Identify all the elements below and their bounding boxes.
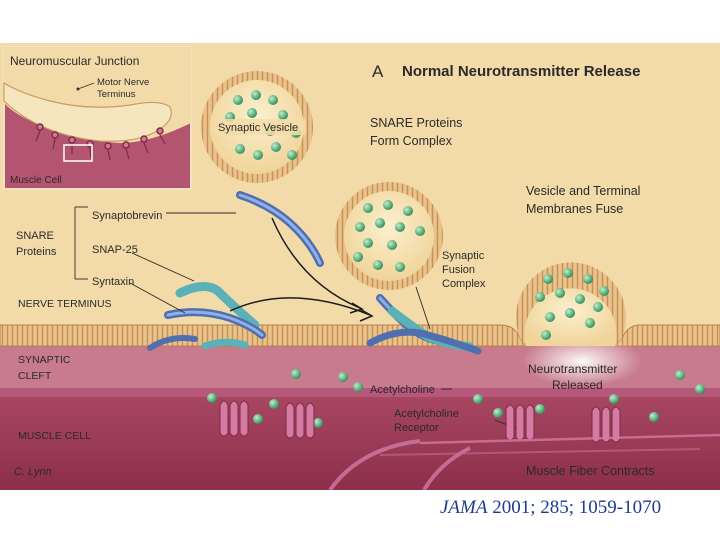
- acetylcholine-label: Acetylcholine: [370, 384, 435, 396]
- released-label-2: Released: [552, 378, 603, 392]
- fusion-label-1: Synaptic: [442, 250, 485, 262]
- inset-title: Neuromuscular Junction: [10, 54, 139, 68]
- neurotransmitter-release-diagram: Neuromuscular Junction Motor Nerve Termi…: [0, 43, 720, 490]
- snare-form-label-1: SNARE Proteins: [370, 116, 462, 130]
- neuromuscular-junction-inset: Neuromuscular Junction Motor Nerve Termi…: [3, 46, 192, 190]
- snare-form-label-2: Form Complex: [370, 134, 453, 148]
- muscle-cell-region: [0, 393, 720, 490]
- synaptobrevin-label: Synaptobrevin: [92, 210, 162, 222]
- panel-letter: A: [372, 62, 384, 81]
- snare-proteins-unbound: [147, 191, 324, 351]
- synaptic-vesicle-label: Synaptic Vesicle: [218, 122, 298, 134]
- synaptic-vesicle-2: [335, 182, 443, 290]
- receptor-label-2: Receptor: [394, 422, 439, 434]
- postsynaptic-membrane: [0, 388, 720, 397]
- figure-title: Normal Neurotransmitter Release: [402, 63, 640, 80]
- synaptic-fusion-complex: [366, 294, 482, 355]
- fuse-label-2: Membranes Fuse: [526, 202, 623, 216]
- muscle-fibers: [328, 433, 720, 490]
- snap25-label: SNAP-25: [92, 244, 138, 256]
- fusion-label-2: Fusion: [442, 264, 475, 276]
- contracts-label: Muscle Fiber Contracts: [526, 464, 655, 478]
- citation-journal: JAMA: [440, 497, 488, 518]
- signature: C. Lynn: [14, 466, 52, 478]
- snare-group-label-1: SNARE: [16, 230, 54, 242]
- inset-motor-nerve-label: Motor Nerve: [97, 77, 149, 88]
- released-label-1: Neurotransmitter: [528, 362, 617, 376]
- citation: JAMA 2001; 285; 1059-1070: [440, 497, 661, 519]
- syntaxin-label: Syntaxin: [92, 276, 134, 288]
- fusion-label-3: Complex: [442, 278, 486, 290]
- nerve-terminus-label: NERVE TERMINUS: [18, 298, 112, 310]
- inset-terminus-label: Terminus: [97, 89, 136, 100]
- presynaptic-membrane-right: [613, 324, 720, 347]
- synaptic-cleft-label-1: SYNAPTIC: [18, 354, 71, 366]
- citation-details: 2001; 285; 1059-1070: [487, 497, 662, 518]
- fuse-label-1: Vesicle and Terminal: [526, 184, 640, 198]
- acetylcholine-molecules: [207, 369, 705, 428]
- snare-group-label-2: Proteins: [16, 246, 57, 258]
- synaptic-vesicle-1: Synaptic Vesicle: [201, 71, 313, 183]
- fusing-vesicle: [516, 262, 626, 346]
- muscle-cell-label: MUSCLE CELL: [18, 430, 91, 442]
- process-arrows: [229, 217, 374, 322]
- release-glow: [522, 335, 642, 387]
- acetylcholine-receptors: [219, 400, 621, 443]
- receptor-label-1: Acetylcholine: [394, 408, 459, 420]
- synaptic-cleft-label-2: CLEFT: [18, 370, 52, 382]
- inset-muscle-cell-label: Muscle Cell: [10, 175, 62, 186]
